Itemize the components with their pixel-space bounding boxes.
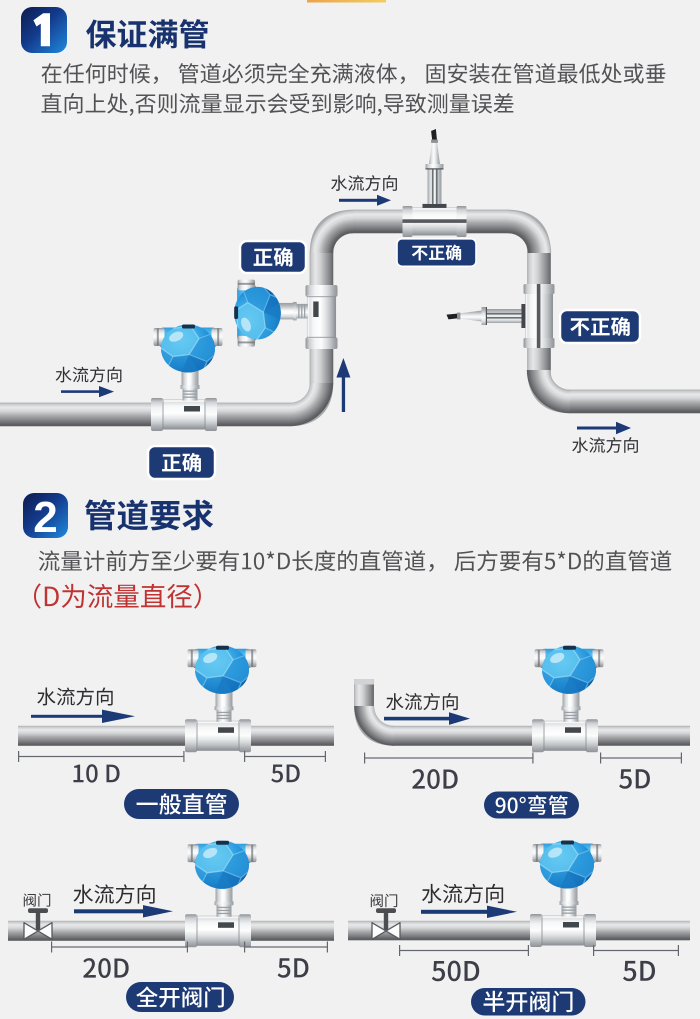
svg-text:2: 2 xyxy=(33,493,57,542)
